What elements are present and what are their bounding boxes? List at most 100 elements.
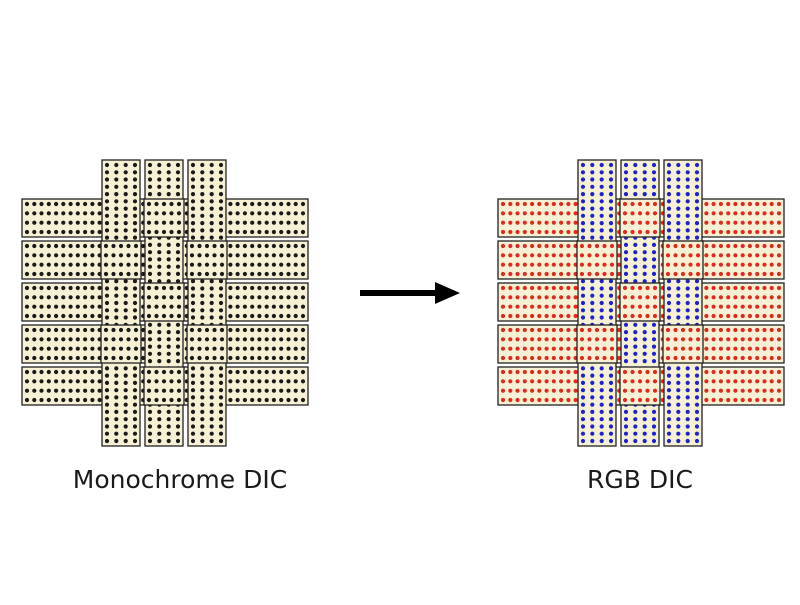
sensor-dot <box>264 201 269 207</box>
sensor-dot <box>530 243 535 249</box>
sensor-dot <box>300 369 306 375</box>
sensor-dot <box>695 346 701 351</box>
sensor-dot <box>103 327 109 333</box>
sensor-dot <box>651 170 657 175</box>
sensor-dot <box>544 379 549 384</box>
sensor-dot <box>599 424 604 429</box>
sensor-dot <box>508 355 513 361</box>
sensor-dot <box>104 199 110 204</box>
sensor-dot <box>769 201 774 207</box>
sensor-dot <box>24 295 30 300</box>
sensor-dot <box>642 409 647 414</box>
sensor-dot <box>652 379 658 384</box>
sensor-dot <box>530 313 535 319</box>
sensor-dot <box>590 315 595 320</box>
sensor-dot <box>228 397 233 403</box>
sensor-dot <box>166 322 171 327</box>
sensor-dot <box>537 253 542 258</box>
sensor-dot <box>642 177 647 182</box>
sensor-dot <box>300 271 306 277</box>
sensor-dot <box>726 304 731 309</box>
sensor-dot <box>97 220 102 225</box>
sensor-dot <box>566 346 571 351</box>
sensor-dot <box>83 327 88 333</box>
sensor-dot <box>544 211 549 216</box>
sensor-dot <box>755 379 760 384</box>
sensor-dot <box>704 304 709 309</box>
sensor-dot <box>599 286 604 291</box>
sensor-dot <box>522 243 527 249</box>
sensor-dot <box>726 369 731 375</box>
sensor-dot <box>537 271 542 277</box>
sensor-dot <box>694 192 700 197</box>
sensor-dot <box>264 271 269 277</box>
sensor-dot <box>114 184 119 189</box>
sensor-dot <box>590 409 595 414</box>
sensor-dot <box>190 438 196 444</box>
sensor-dot <box>530 388 535 393</box>
sensor-dot <box>46 388 51 393</box>
sensor-dot <box>157 170 162 175</box>
sensor-dot <box>39 337 44 342</box>
sensor-dot <box>147 271 153 276</box>
sensor-dot <box>544 369 549 375</box>
sensor-dot <box>271 337 276 342</box>
sensor-dot <box>293 201 298 207</box>
sensor-dot <box>200 199 205 204</box>
sensor-dot <box>694 424 700 429</box>
sensor-dot <box>599 380 604 385</box>
sensor-dot <box>218 213 224 218</box>
sensor-dot <box>609 327 615 333</box>
sensor-dot <box>665 355 671 361</box>
sensor-dot <box>711 327 716 333</box>
sensor-dot <box>642 257 647 262</box>
sensor-dot <box>733 220 738 225</box>
sensor-dot <box>189 253 195 258</box>
sensor-dot <box>544 388 549 393</box>
sensor-dot <box>250 397 255 403</box>
sensor-dot <box>68 243 73 249</box>
sensor-dot <box>718 313 724 319</box>
sensor-dot <box>645 397 650 403</box>
sensor-dot <box>733 388 738 393</box>
sensor-dot <box>228 271 233 277</box>
sensor-dot <box>39 304 44 309</box>
sensor-dot <box>559 211 564 216</box>
sensor-dot <box>676 417 681 422</box>
sensor-dot <box>522 369 527 375</box>
sensor-dot <box>559 327 564 333</box>
sensor-dot <box>219 271 225 277</box>
sensor-dot <box>755 397 760 403</box>
sensor-dot <box>279 379 284 384</box>
sensor-dot <box>590 431 595 436</box>
sensor-dot <box>235 211 240 216</box>
sensor-dot <box>651 250 657 255</box>
sensor-dot <box>726 253 731 258</box>
sensor-dot <box>166 330 171 335</box>
sensor-dot <box>762 397 767 403</box>
sensor-dot <box>169 229 174 235</box>
sensor-dot <box>666 431 672 436</box>
sensor-dot <box>590 192 595 197</box>
sensor-dot <box>264 355 269 361</box>
sensor-dot <box>573 397 578 403</box>
sensor-dot <box>718 388 724 393</box>
sensor-dot <box>126 253 131 258</box>
sensor-dot <box>161 313 167 319</box>
sensor-dot <box>132 184 138 189</box>
sensor-dot <box>551 388 556 393</box>
sensor-dot <box>500 285 506 291</box>
sensor-dot <box>46 397 51 403</box>
sensor-dot <box>212 355 217 361</box>
sensor-dot <box>608 177 614 182</box>
sensor-dot <box>580 235 586 240</box>
sensor-dot <box>651 192 657 197</box>
sensor-dot <box>602 271 607 277</box>
sensor-dot <box>685 431 690 436</box>
sensor-dot <box>711 397 716 403</box>
sensor-dot <box>169 201 174 207</box>
sensor-dot <box>166 250 171 255</box>
sensor-dot <box>718 211 724 216</box>
sensor-dot <box>212 243 217 249</box>
sensor-dot <box>293 271 298 277</box>
